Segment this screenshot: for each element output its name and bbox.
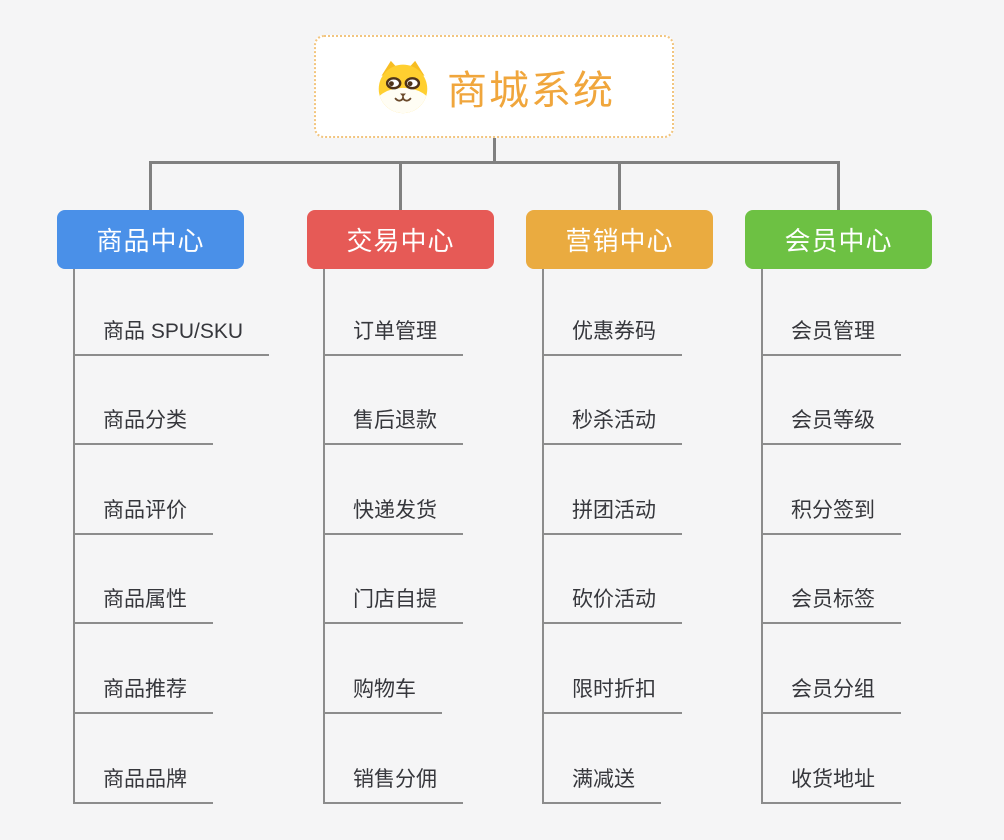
connector-drop-2 xyxy=(399,161,402,210)
branch-column-members: 会员中心 会员管理 会员等级 积分签到 会员标签 会员分组 收货地址 xyxy=(745,210,932,840)
leaf-node[interactable]: 积分签到 xyxy=(761,499,901,535)
leaf-node[interactable]: 购物车 xyxy=(323,678,442,714)
leaf-node[interactable]: 商品推荐 xyxy=(73,678,213,714)
leaf-node[interactable]: 砍价活动 xyxy=(542,588,682,624)
leaf-node[interactable]: 商品 SPU/SKU xyxy=(73,320,270,356)
leaf-node[interactable]: 快递发货 xyxy=(323,499,463,535)
leaf-node[interactable]: 门店自提 xyxy=(323,588,463,624)
leaf-node[interactable]: 会员分组 xyxy=(761,678,901,714)
branch-trunk-line xyxy=(761,269,763,803)
leaf-node[interactable]: 订单管理 xyxy=(323,320,463,356)
leaf-node[interactable]: 商品属性 xyxy=(73,588,213,624)
leaf-node[interactable]: 秒杀活动 xyxy=(542,409,682,445)
leaf-node[interactable]: 商品分类 xyxy=(73,409,213,445)
branch-node-trade[interactable]: 交易中心 xyxy=(307,210,494,269)
branch-trunk-line xyxy=(323,269,325,803)
connector-drop-4 xyxy=(837,161,840,210)
leaf-node[interactable]: 销售分佣 xyxy=(323,768,463,804)
leaf-node[interactable]: 商品品牌 xyxy=(73,768,213,804)
connector-drop-1 xyxy=(149,161,152,210)
branch-column-products: 商品中心 商品 SPU/SKU 商品分类 商品评价 商品属性 商品推荐 商品品牌 xyxy=(57,210,270,840)
leaf-node[interactable]: 拼团活动 xyxy=(542,499,682,535)
branch-column-trade: 交易中心 订单管理 售后退款 快递发货 门店自提 购物车 销售分佣 xyxy=(307,210,494,840)
leaf-node[interactable]: 满减送 xyxy=(542,768,661,804)
leaf-node[interactable]: 会员管理 xyxy=(761,320,901,356)
root-node[interactable]: 商城系统 xyxy=(314,35,674,138)
branch-node-members[interactable]: 会员中心 xyxy=(745,210,932,269)
branch-node-products[interactable]: 商品中心 xyxy=(57,210,244,269)
leaf-node[interactable]: 商品评价 xyxy=(73,499,213,535)
leaf-node[interactable]: 会员等级 xyxy=(761,409,901,445)
branch-node-marketing[interactable]: 营销中心 xyxy=(526,210,713,269)
root-title: 商城系统 xyxy=(447,68,615,113)
leaf-node[interactable]: 收货地址 xyxy=(761,768,901,804)
leaf-node[interactable]: 售后退款 xyxy=(323,409,463,445)
branch-column-marketing: 营销中心 优惠券码 秒杀活动 拼团活动 砍价活动 限时折扣 满减送 xyxy=(526,210,713,840)
dog-face-icon xyxy=(378,60,428,113)
connector-drop-3 xyxy=(618,161,621,210)
leaf-node[interactable]: 限时折扣 xyxy=(542,678,682,714)
leaf-node[interactable]: 优惠券码 xyxy=(542,320,682,356)
branch-trunk-line xyxy=(73,269,75,803)
connector-root-drop xyxy=(493,138,496,164)
connector-horizontal xyxy=(149,161,840,164)
branch-trunk-line xyxy=(542,269,544,803)
leaf-node[interactable]: 会员标签 xyxy=(761,588,901,624)
